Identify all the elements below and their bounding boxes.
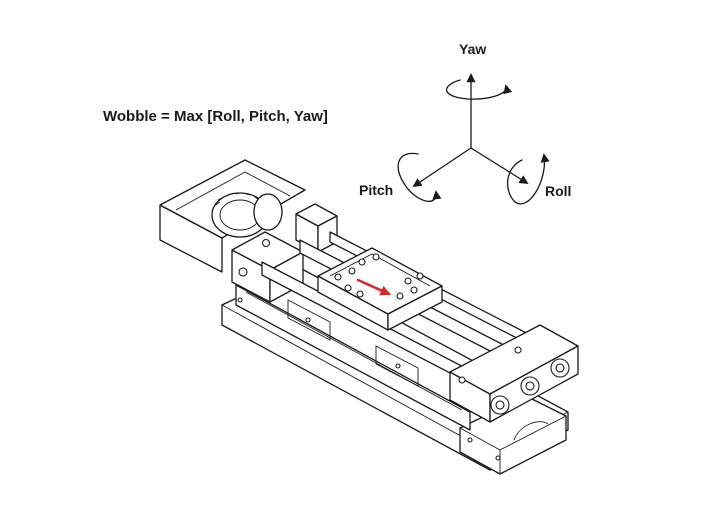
roll-label: Roll (545, 183, 571, 199)
yaw-label: Yaw (459, 41, 486, 57)
pitch-label: Pitch (359, 182, 393, 198)
wobble-formula: Wobble = Max [Roll, Pitch, Yaw] (103, 108, 328, 125)
pitch-rotation-arrow (397, 152, 442, 202)
red-motion-arrow (356, 278, 391, 296)
gear-pulley (211, 192, 283, 238)
yaw-rotation-arrow (446, 79, 513, 100)
roll-axis-arrow (470, 147, 529, 184)
rotation-axes-triad: Yaw Pitch Roll (359, 41, 571, 205)
pitch-axis-arrow (412, 147, 472, 188)
roll-rotation-arrow (507, 153, 550, 205)
linear-stage-drawing (159, 159, 579, 475)
